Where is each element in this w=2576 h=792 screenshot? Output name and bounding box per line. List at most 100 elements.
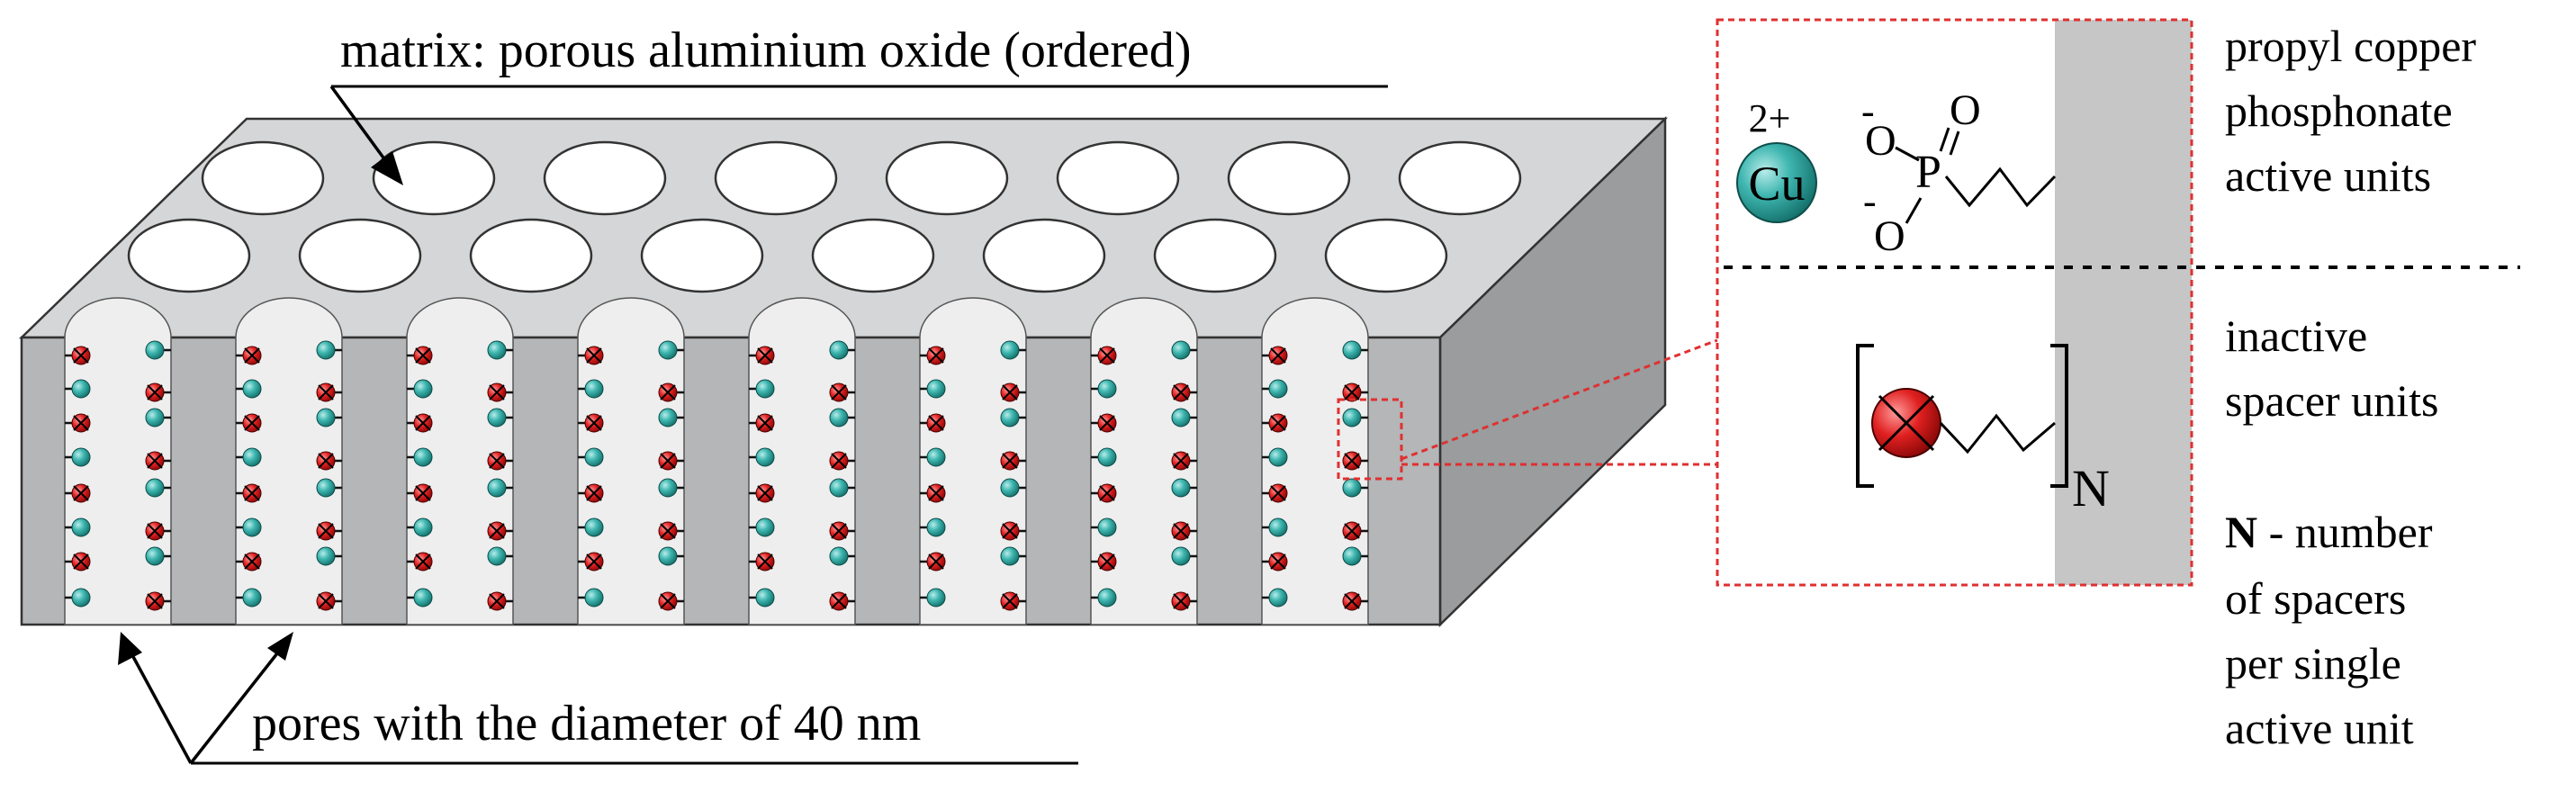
n-definition-line1: N - number — [2225, 507, 2433, 557]
detail-panel-border — [1716, 18, 2193, 587]
detail-panel: Cu 2+ - O O P - O — [1716, 18, 2520, 587]
spacer-unit: N — [1856, 344, 2110, 518]
pore-opening-front — [1324, 218, 1448, 293]
pore-channels — [64, 297, 1369, 626]
pore-opening-back — [885, 140, 1009, 216]
pore-interior — [1261, 297, 1369, 626]
spacer-cross — [1878, 394, 1935, 452]
matrix-arrow-head — [371, 151, 403, 185]
right-legend: propyl copper phosphonate active units i… — [2225, 21, 2476, 753]
bracket-left — [1856, 344, 1874, 488]
bracket-right — [2050, 344, 2068, 488]
active-unit-marker — [1097, 379, 1117, 399]
pore-interior — [64, 297, 172, 626]
active-unit-marker — [1342, 546, 1362, 566]
oxygen-lower-left: O — [1874, 212, 1905, 260]
pore-openings-top — [127, 140, 1522, 293]
pore-opening-front — [640, 218, 764, 293]
pore-interior — [919, 297, 1027, 626]
pore-opening-back — [1398, 140, 1522, 216]
pore-opening-front — [127, 218, 251, 293]
active-unit-marker — [413, 518, 433, 537]
phosphorus-symbol: P — [1915, 147, 1941, 198]
active-unit-marker — [926, 447, 946, 467]
active-unit-marker — [1171, 546, 1191, 566]
copper-symbol: Cu — [1748, 157, 1805, 211]
active-unit-marker — [487, 408, 507, 428]
matrix-label: matrix: porous aluminium oxide (ordered) — [340, 22, 1192, 78]
active-unit-marker — [487, 478, 507, 498]
matrix-block — [18, 116, 1669, 627]
active-unit-marker — [1171, 340, 1191, 360]
active-unit-marker — [584, 588, 604, 608]
pore-opening-back — [714, 140, 838, 216]
matrix-arrow-shaft — [329, 85, 387, 162]
n-definition-line4: active unit — [2225, 703, 2414, 753]
pore-opening-back — [1056, 140, 1180, 216]
active-unit-marker — [1268, 447, 1288, 467]
pore-opening-front — [469, 218, 593, 293]
active-unit-marker — [755, 588, 775, 608]
active-unit-marker — [658, 340, 678, 360]
pore-interior — [748, 297, 856, 626]
pore-opening-back — [201, 140, 325, 216]
copper-ion-sphere — [1736, 142, 1817, 223]
active-unit-marker — [1000, 478, 1020, 498]
active-unit-marker — [145, 546, 165, 566]
phosphonate-group: - O O P - O — [1861, 86, 2057, 260]
active-unit-marker — [658, 546, 678, 566]
pores-label-group: pores with the diameter of 40 nm — [118, 632, 1078, 765]
active-unit-marker — [487, 340, 507, 360]
active-unit-marker — [242, 379, 262, 399]
active-unit-marker — [145, 408, 165, 428]
active-unit-marker — [1171, 478, 1191, 498]
active-unit-marker — [145, 478, 165, 498]
pores-arrow-right-shaft — [189, 652, 279, 765]
active-unit-marker — [71, 447, 91, 467]
pore-channel — [235, 297, 343, 626]
active-unit-marker — [1097, 588, 1117, 608]
pores-arrow-left-head — [118, 632, 142, 665]
active-unit-marker — [1342, 478, 1362, 498]
pore-channel — [919, 297, 1027, 626]
active-unit-marker — [755, 447, 775, 467]
active-units-label-line1: propyl copper — [2225, 21, 2476, 71]
pore-opening-front — [982, 218, 1106, 293]
active-unit-marker — [1342, 340, 1362, 360]
n-definition-line3: per single — [2225, 638, 2401, 688]
pore-channel — [1261, 297, 1369, 626]
phosphonate-bonds — [1895, 127, 1960, 224]
surface-slab — [2055, 20, 2192, 585]
oxygen-double-bond: O — [1950, 86, 1981, 134]
active-unit-marker — [1097, 518, 1117, 537]
active-unit-marker — [145, 340, 165, 360]
copper-ion: Cu 2+ — [1736, 96, 1817, 223]
pore-opening-front — [298, 218, 422, 293]
active-unit-marker — [755, 518, 775, 537]
active-unit-marker — [71, 588, 91, 608]
active-unit-marker — [71, 379, 91, 399]
active-unit-marker — [829, 408, 849, 428]
active-unit-marker — [1097, 447, 1117, 467]
pore-opening-front — [1153, 218, 1277, 293]
pores-label: pores with the diameter of 40 nm — [252, 696, 921, 752]
pore-interior — [577, 297, 685, 626]
pore-opening-front — [811, 218, 935, 293]
active-unit-marker — [316, 478, 336, 498]
active-unit-marker — [1000, 340, 1020, 360]
active-unit-marker — [316, 546, 336, 566]
active-unit-marker — [1000, 408, 1020, 428]
active-unit-marker — [413, 379, 433, 399]
active-unit-marker — [926, 518, 946, 537]
zoom-source-box — [1337, 398, 1403, 481]
pore-interior — [235, 297, 343, 626]
active-unit-marker — [413, 447, 433, 467]
active-units-label-line3: active units — [2225, 150, 2431, 201]
minus-sign-lower: - — [1863, 179, 1877, 223]
active-unit-marker — [413, 588, 433, 608]
active-unit-marker — [926, 588, 946, 608]
repeat-count-subscript: N — [2072, 459, 2110, 518]
matrix-front-face — [20, 336, 1442, 626]
matrix-label-group: matrix: porous aluminium oxide (ordered) — [329, 22, 1388, 185]
